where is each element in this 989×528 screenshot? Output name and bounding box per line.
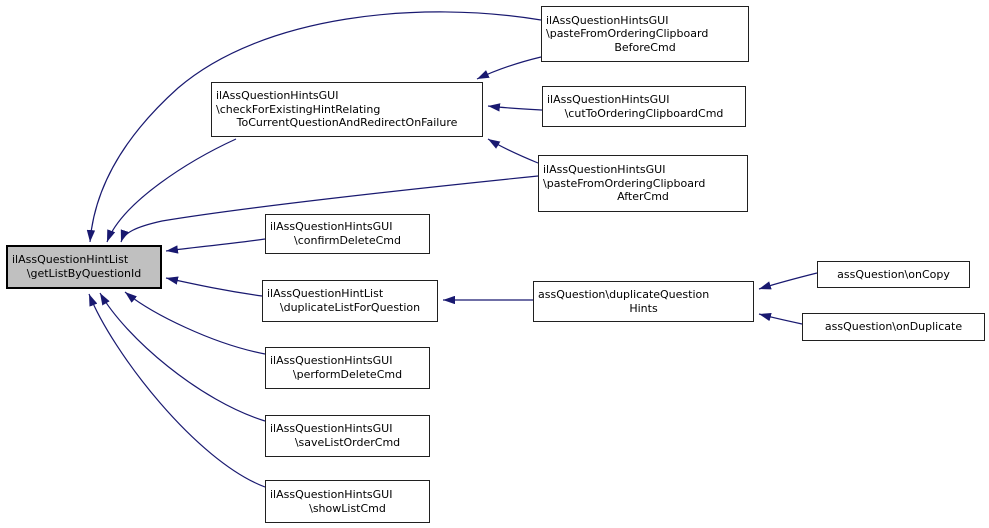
node-label-line: ilAssQuestionHintsGUI xyxy=(270,422,393,436)
node-label-line: BeforeCmd xyxy=(614,40,676,54)
node-label-line: \performDeleteCmd xyxy=(292,368,403,381)
node-label-line: \saveListOrderCmd xyxy=(294,436,401,449)
node-performDeleteCmd[interactable]: ilAssQuestionHintsGUI\performDeleteCmd xyxy=(265,347,430,389)
node-label-line: assQuestion\onCopy xyxy=(837,267,950,281)
node-label-line: ilAssQuestionHintsGUI xyxy=(547,92,670,106)
node-label-line: ilAssQuestionHintsGUI xyxy=(546,13,669,27)
edge-duplicateListForQuestion-to-getListByQuestionId xyxy=(165,276,263,297)
node-label-line: ilAssQuestionHintList xyxy=(12,253,129,267)
node-label-line: AfterCmd xyxy=(617,190,669,204)
edge-pasteFromOrderingClipboardAfterCmd-to-checkForExistingHintRelating xyxy=(487,138,539,164)
node-onDuplicate[interactable]: assQuestion\onDuplicate xyxy=(802,313,985,341)
node-label-line: ilAssQuestionHintsGUI xyxy=(216,89,339,103)
node-label-line: Hints xyxy=(629,301,658,315)
edge-performDeleteCmd-to-getListByQuestionId xyxy=(124,291,266,355)
node-saveListOrderCmd[interactable]: ilAssQuestionHintsGUI\saveListOrderCmd xyxy=(265,415,430,457)
node-label-line: assQuestion\onDuplicate xyxy=(824,320,963,334)
node-label-line: ToCurrentQuestionAndRedirectOnFailure xyxy=(236,116,458,130)
node-label-line: \pasteFromOrderingClipboard xyxy=(546,27,709,41)
node-label-line: ilAssQuestionHintsGUI xyxy=(270,220,393,234)
node-label-line: \checkForExistingHintRelating xyxy=(216,102,381,116)
node-confirmDeleteCmd[interactable]: ilAssQuestionHintsGUI\confirmDeleteCmd xyxy=(265,214,430,254)
node-label-line: ilAssQuestionHintsGUI xyxy=(270,487,393,501)
node-label-line: \getListByQuestionId xyxy=(26,267,142,280)
node-label-line: ilAssQuestionHintsGUI xyxy=(270,354,393,368)
node-label-line: \confirmDeleteCmd xyxy=(294,234,401,247)
node-getListByQuestionId[interactable]: ilAssQuestionHintList\getListByQuestionI… xyxy=(6,245,162,289)
node-label-line: \cutToOrderingClipboardCmd xyxy=(564,106,724,120)
node-label-line: \pasteFromOrderingClipboard xyxy=(543,176,706,190)
node-label-line: ilAssQuestionHintsGUI xyxy=(543,163,666,177)
edge-confirmDeleteCmd-to-getListByQuestionId xyxy=(165,238,266,254)
node-checkForExistingHintRelatingToCurrentQuestionAndRedirectOnFailure[interactable]: ilAssQuestionHintsGUI\checkForExistingHi… xyxy=(211,82,483,137)
node-duplicateListForQuestion[interactable]: ilAssQuestionHintList\duplicateListForQu… xyxy=(262,280,438,322)
node-pasteFromOrderingClipboardAfterCmd[interactable]: ilAssQuestionHintsGUI\pasteFromOrderingC… xyxy=(538,155,748,212)
edge-pasteFromOrderingClipboardBeforeCmd-to-checkForExistingHintRelating xyxy=(476,56,542,80)
edge-onDuplicate-to-duplicateQuestionHints xyxy=(758,313,803,325)
node-label-line: ilAssQuestionHintList xyxy=(267,287,384,301)
node-cutToOrderingClipboardCmd[interactable]: ilAssQuestionHintsGUI\cutToOrderingClipb… xyxy=(542,86,746,127)
edge-cutToOrderingClipboardCmd-to-checkForExistingHintRelating xyxy=(487,103,543,112)
edge-showListCmd-to-getListByQuestionId xyxy=(88,293,266,488)
node-pasteFromOrderingClipboardBeforeCmd[interactable]: ilAssQuestionHintsGUI\pasteFromOrderingC… xyxy=(541,6,749,62)
node-onCopy[interactable]: assQuestion\onCopy xyxy=(817,261,970,288)
edge-onCopy-to-duplicateQuestionHints xyxy=(758,272,818,290)
edge-saveListOrderCmd-to-getListByQuestionId xyxy=(99,292,266,422)
node-label-line: \duplicateListForQuestion xyxy=(279,301,421,314)
node-label-line: \showListCmd xyxy=(309,501,386,515)
node-label-line: assQuestion\duplicateQuestion xyxy=(538,287,710,301)
edge-checkForExistingHintRelating-to-getListByQuestionId xyxy=(106,138,237,243)
node-showListCmd[interactable]: ilAssQuestionHintsGUI\showListCmd xyxy=(265,480,430,523)
